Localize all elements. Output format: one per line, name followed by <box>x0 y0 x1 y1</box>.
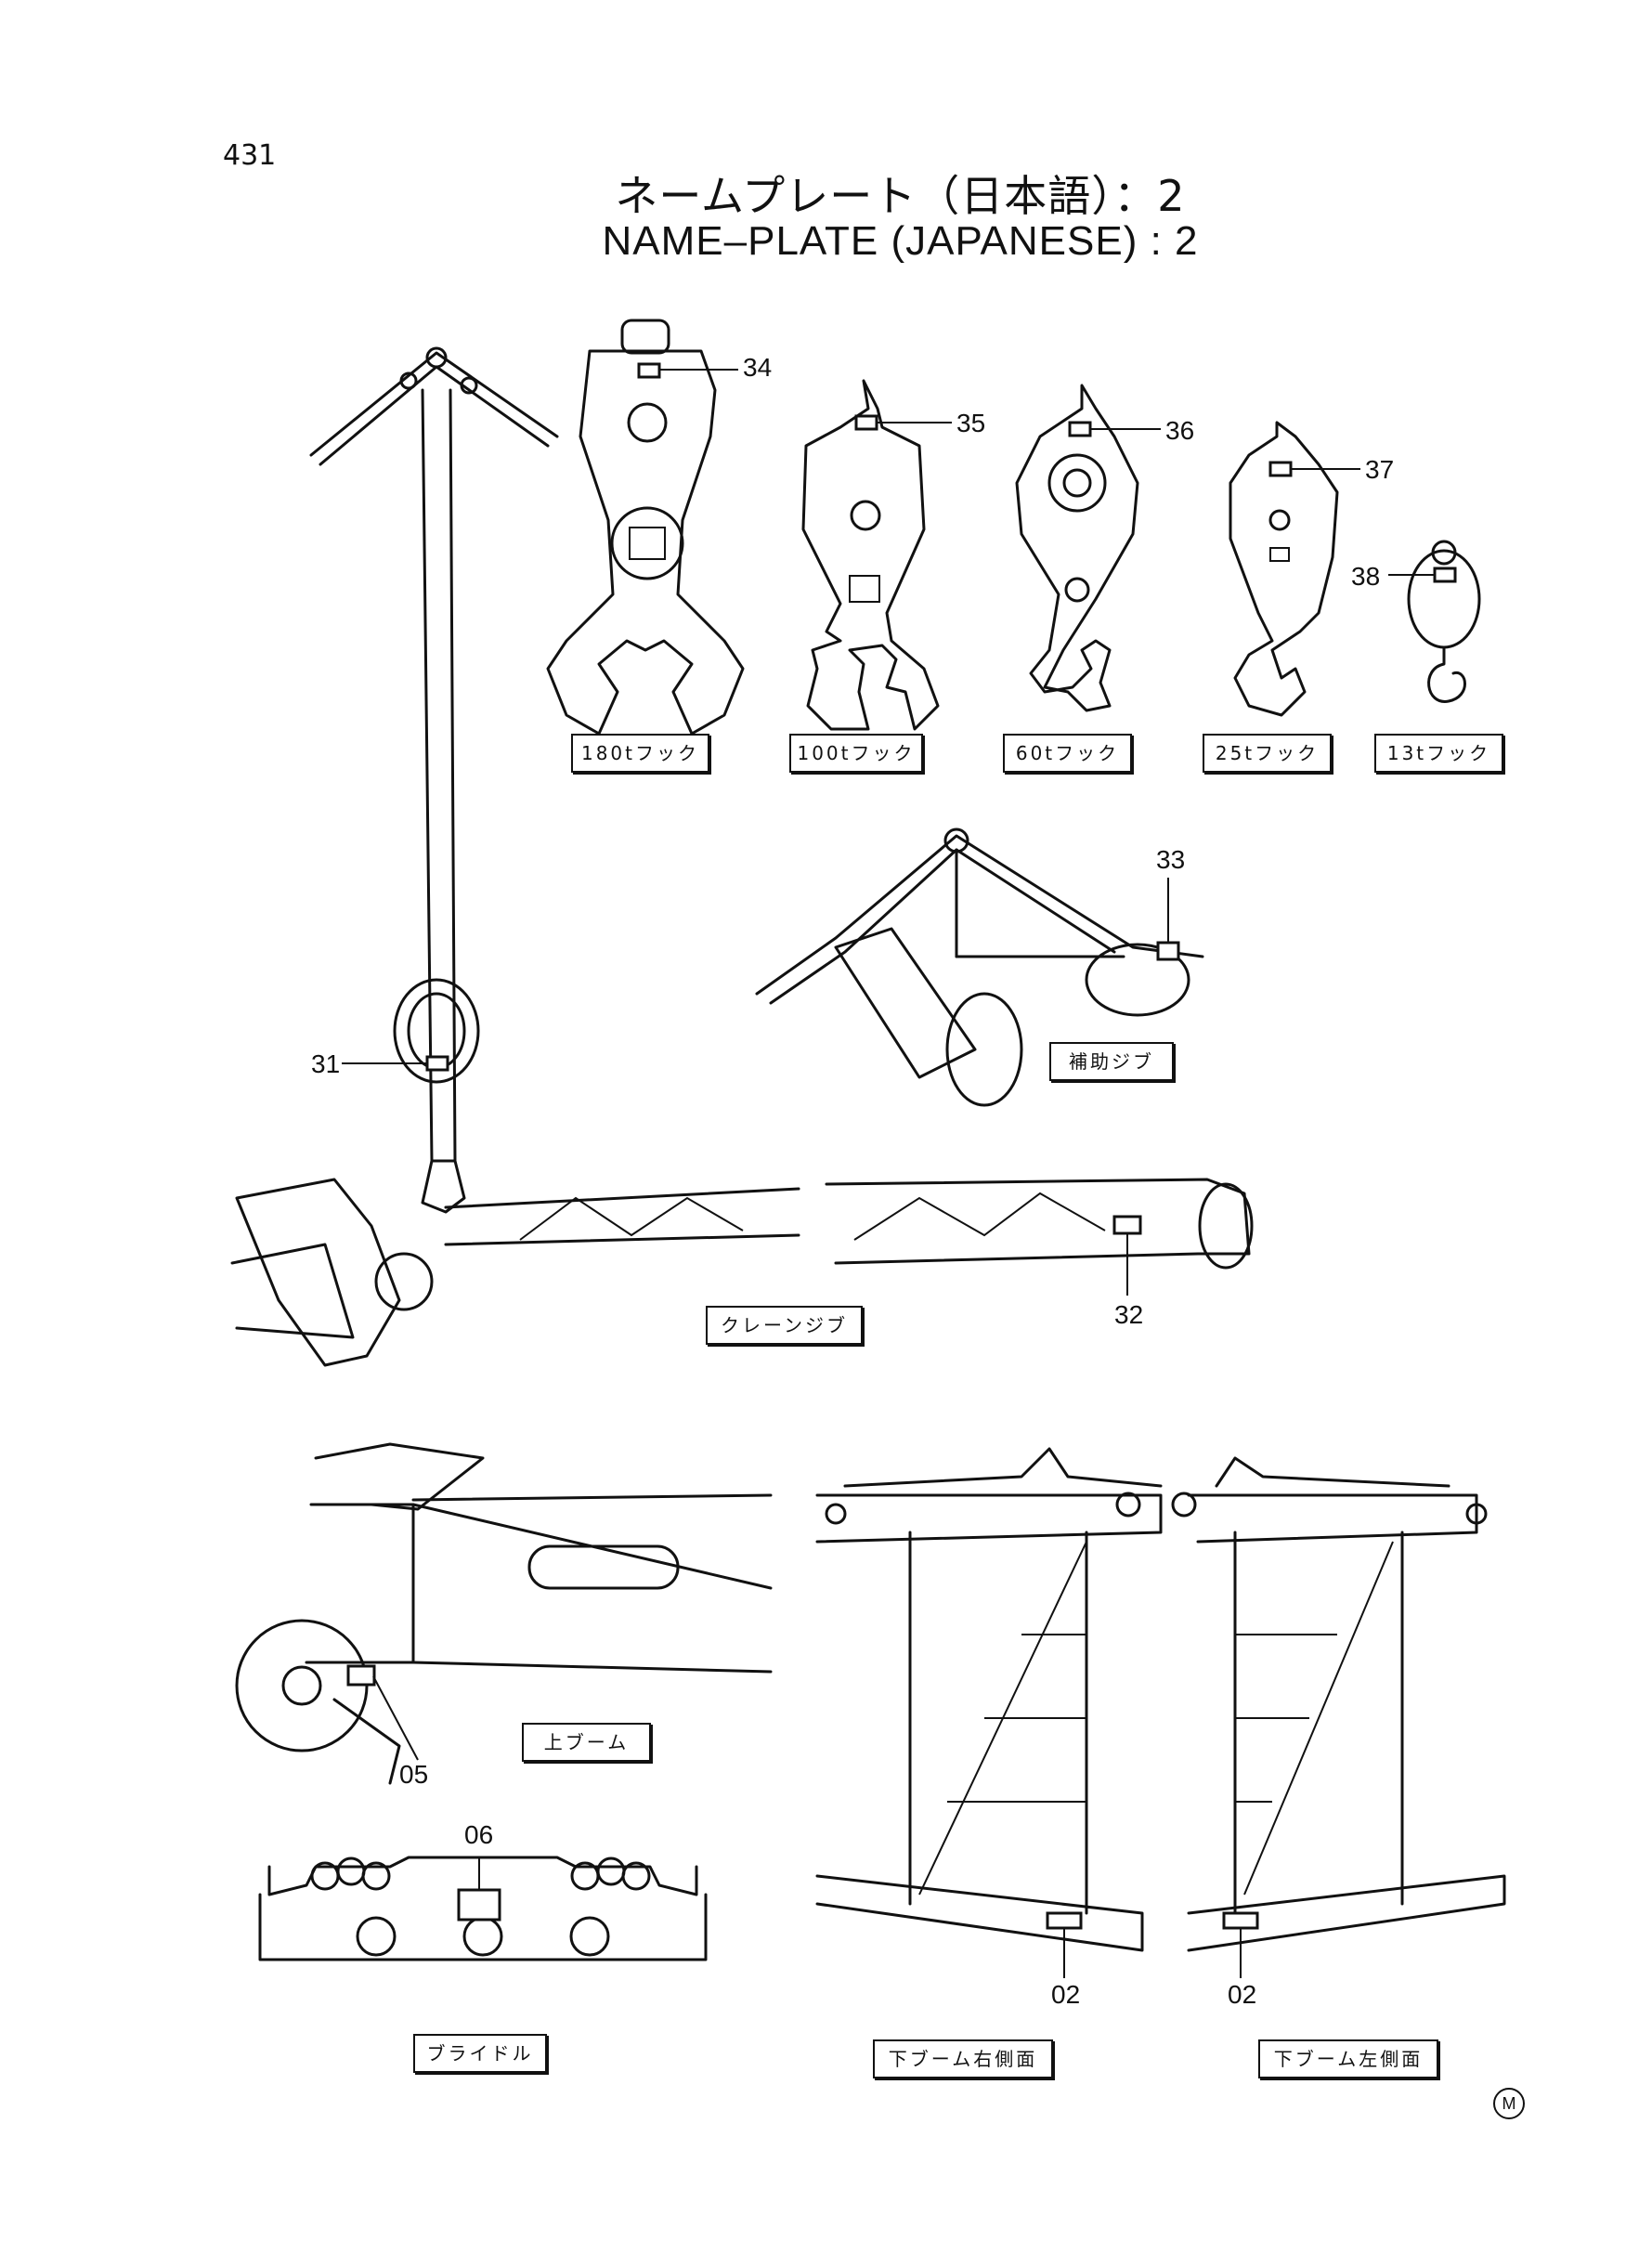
plate-31 <box>425 1055 449 1072</box>
callout-35: 35 <box>956 409 986 437</box>
callout-02-left: 02 <box>1228 1980 1257 2009</box>
hook-100t-drawing <box>801 379 952 731</box>
hook-180t-drawing <box>546 319 745 736</box>
callout-02-right: 02 <box>1051 1980 1081 2009</box>
hook-60t-drawing <box>1015 384 1161 712</box>
label-bridle: ブライドル <box>413 2034 547 2073</box>
lower-boom-right-drawing <box>815 1447 1163 1978</box>
hook-13t-drawing <box>1388 540 1481 703</box>
callout-32: 32 <box>1114 1300 1144 1329</box>
hook-25t-drawing <box>1229 421 1360 717</box>
bridle-drawing <box>258 1856 708 1961</box>
label-auxiliary-jib: 補助ジブ <box>1049 1042 1174 1081</box>
callout-38: 38 <box>1351 562 1381 591</box>
plate-35 <box>854 414 878 431</box>
label-lower-boom-left: 下ブーム左側面 <box>1258 2039 1438 2078</box>
maker-mark: M <box>1493 2088 1525 2119</box>
callout-06: 06 <box>464 1820 494 1849</box>
plate-32 <box>1112 1215 1142 1235</box>
plate-02-right <box>1046 1911 1083 1930</box>
plate-37 <box>1268 461 1293 477</box>
label-hook-13t: 13tフック <box>1374 734 1503 773</box>
crane-jib-drawing <box>230 1178 1254 1367</box>
label-hook-100t: 100tフック <box>789 734 923 773</box>
page-number: 431 <box>223 139 277 172</box>
title-english: NAME–PLATE (JAPANESE) : 2 <box>602 218 1199 264</box>
callout-37: 37 <box>1365 455 1395 484</box>
jib-strut-drawing <box>309 346 559 1214</box>
callout-36: 36 <box>1165 416 1195 445</box>
callout-33: 33 <box>1156 845 1186 874</box>
plate-36 <box>1068 421 1092 437</box>
auxiliary-jib-drawing <box>755 827 1204 1107</box>
plate-38 <box>1433 567 1457 583</box>
callout-34: 34 <box>743 353 773 382</box>
upper-boom-drawing <box>235 1442 773 1785</box>
plate-34 <box>637 362 661 379</box>
lower-boom-left-drawing <box>1171 1456 1506 1978</box>
label-upper-boom: 上ブーム <box>522 1723 651 1762</box>
label-lower-boom-right: 下ブーム右側面 <box>873 2039 1053 2078</box>
callout-31: 31 <box>311 1049 341 1078</box>
label-hook-180t: 180tフック <box>571 734 709 773</box>
label-crane-jib: クレーンジブ <box>706 1306 863 1345</box>
plate-06 <box>457 1888 501 1922</box>
plate-02-left <box>1222 1911 1259 1930</box>
label-hook-60t: 60tフック <box>1003 734 1132 773</box>
label-hook-25t: 25tフック <box>1203 734 1332 773</box>
title-japanese: ネームプレート（日本語）：2 <box>615 171 1186 221</box>
plate-05 <box>346 1664 376 1687</box>
callout-05: 05 <box>399 1760 429 1789</box>
plate-33 <box>1156 941 1180 961</box>
